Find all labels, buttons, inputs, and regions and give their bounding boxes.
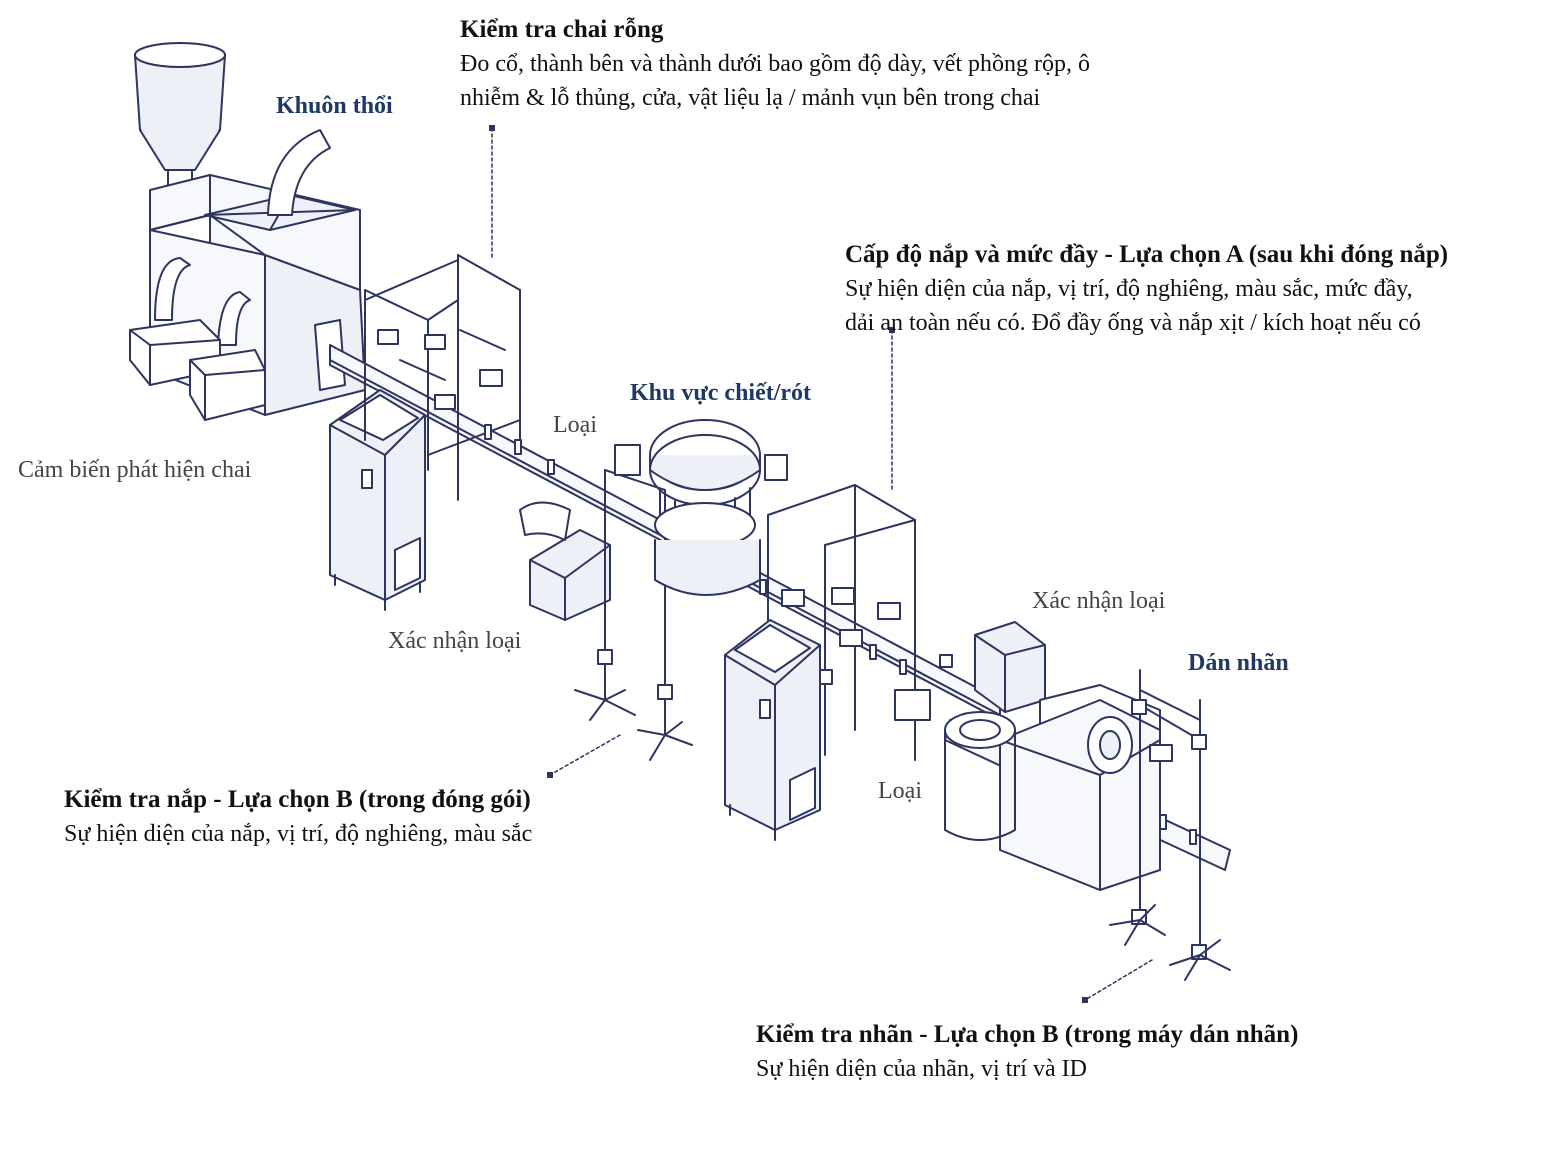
- inspection-frame-2: [767, 484, 931, 761]
- annotation-line: Đo cổ, thành bên và thành dưới bao gồm đ…: [460, 51, 1091, 77]
- control-cabinet-1: [329, 389, 426, 611]
- annotation-line: Sự hiện diện của nhãn, vị trí và ID: [756, 1056, 1087, 1082]
- label-reject-confirm-1: Xác nhận loại: [388, 628, 522, 654]
- filling-carousel: [649, 419, 788, 596]
- annotation-title: Kiểm tra nhãn - Lựa chọn B (trong máy dá…: [756, 1021, 1299, 1048]
- annotation-line: dải an toàn nếu có. Đổ đầy ống và nắp xị…: [845, 310, 1421, 336]
- inspection-frame-1: [364, 254, 521, 501]
- annotation-label-b: Kiểm tra nhãn - Lựa chọn B (trong máy dá…: [756, 1018, 1436, 1086]
- annotation-line: nhiễm & lỗ thủng, cửa, vật liệu lạ / mản…: [460, 85, 1041, 111]
- annotation-empty-bottle: Kiểm tra chai rỗng Đo cổ, thành bên và t…: [460, 13, 1260, 115]
- label-reject-2: Loại: [878, 778, 922, 804]
- annotation-line: Sự hiện diện của nắp, vị trí, độ nghiêng…: [845, 276, 1413, 302]
- label-filling-area: Khu vực chiết/rót: [630, 380, 812, 406]
- annotation-cap-b: Kiểm tra nắp - Lựa chọn B (trong đóng gó…: [64, 783, 664, 851]
- annotation-line: Sự hiện diện của nắp, vị trí, độ nghiêng…: [64, 821, 533, 847]
- annotation-title: Cấp độ nắp và mức đầy - Lựa chọn A (sau …: [845, 241, 1449, 268]
- inspection-frame-3: [1109, 669, 1231, 981]
- control-cabinet-2: [724, 619, 821, 841]
- reject-unit-2: [939, 621, 1046, 713]
- annotation-cap-fill-a: Cấp độ nắp và mức đầy - Lựa chọn A (sau …: [845, 238, 1555, 340]
- label-reject-confirm-2: Xác nhận loại: [1032, 588, 1166, 614]
- label-labeling: Dán nhãn: [1188, 650, 1289, 676]
- reject-unit-1: [519, 501, 611, 621]
- label-blow-mold: Khuôn thổi: [276, 93, 393, 119]
- annotation-title: Kiểm tra nắp - Lựa chọn B (trong đóng gó…: [64, 786, 531, 813]
- labeling-machine: [944, 684, 1161, 891]
- blow-mold-machine: [129, 42, 366, 421]
- label-reject-1: Loại: [553, 412, 597, 438]
- label-bottle-sensor: Cảm biến phát hiện chai: [18, 457, 252, 483]
- annotation-title: Kiểm tra chai rỗng: [460, 16, 664, 43]
- leader-lines: [491, 127, 1153, 1001]
